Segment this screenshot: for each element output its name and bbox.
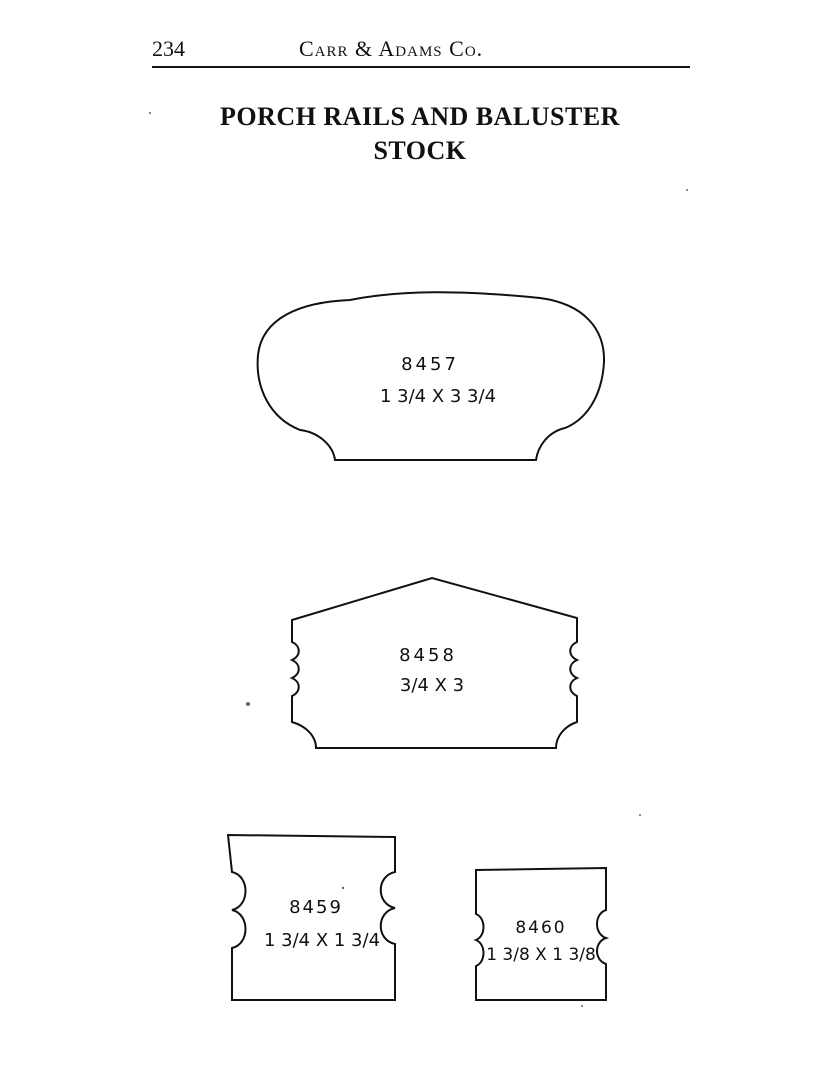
profile-8459-number: 8459	[289, 897, 343, 918]
page-title-line-2: STOCK	[373, 136, 467, 165]
profile-8458-outline	[289, 576, 580, 749]
page-title-line-1: PORCH RAILS AND BALUSTER	[220, 102, 620, 131]
speck	[639, 814, 641, 816]
profile-8459: 8459 1 3/4 X 1 3/4	[226, 833, 396, 1001]
profile-8460-size: 1 3/8 X 1 3/8	[486, 945, 596, 965]
profile-8457-number: 8457	[401, 354, 459, 375]
profile-8458: 8458 3/4 X 3	[289, 576, 580, 749]
speck	[246, 702, 250, 706]
profile-8460: 8460 1 3/8 X 1 3/8	[473, 866, 610, 1001]
profile-8457-size: 1 3/4 X 3 3/4	[380, 386, 496, 407]
running-head: Carr & Adams Co.	[299, 36, 484, 61]
profile-8460-number: 8460	[515, 918, 566, 938]
speck	[686, 189, 688, 191]
profile-8457-outline	[256, 291, 606, 461]
profile-8458-number: 8458	[399, 645, 457, 666]
speck	[149, 112, 151, 114]
profile-8459-outline	[226, 833, 396, 1001]
scan-specks	[149, 112, 688, 1007]
speck	[341, 886, 345, 890]
profile-8458-size: 3/4 X 3	[400, 675, 464, 696]
page-number: 234	[152, 36, 185, 61]
profile-8457: 8457 1 3/4 X 3 3/4	[256, 291, 606, 461]
page-header: 234 Carr & Adams Co.	[152, 30, 690, 68]
speck	[581, 1005, 583, 1007]
page-title: PORCH RAILS AND BALUSTER STOCK	[150, 100, 690, 168]
profile-8460-outline	[473, 866, 610, 1001]
profile-8459-size: 1 3/4 X 1 3/4	[264, 930, 380, 951]
